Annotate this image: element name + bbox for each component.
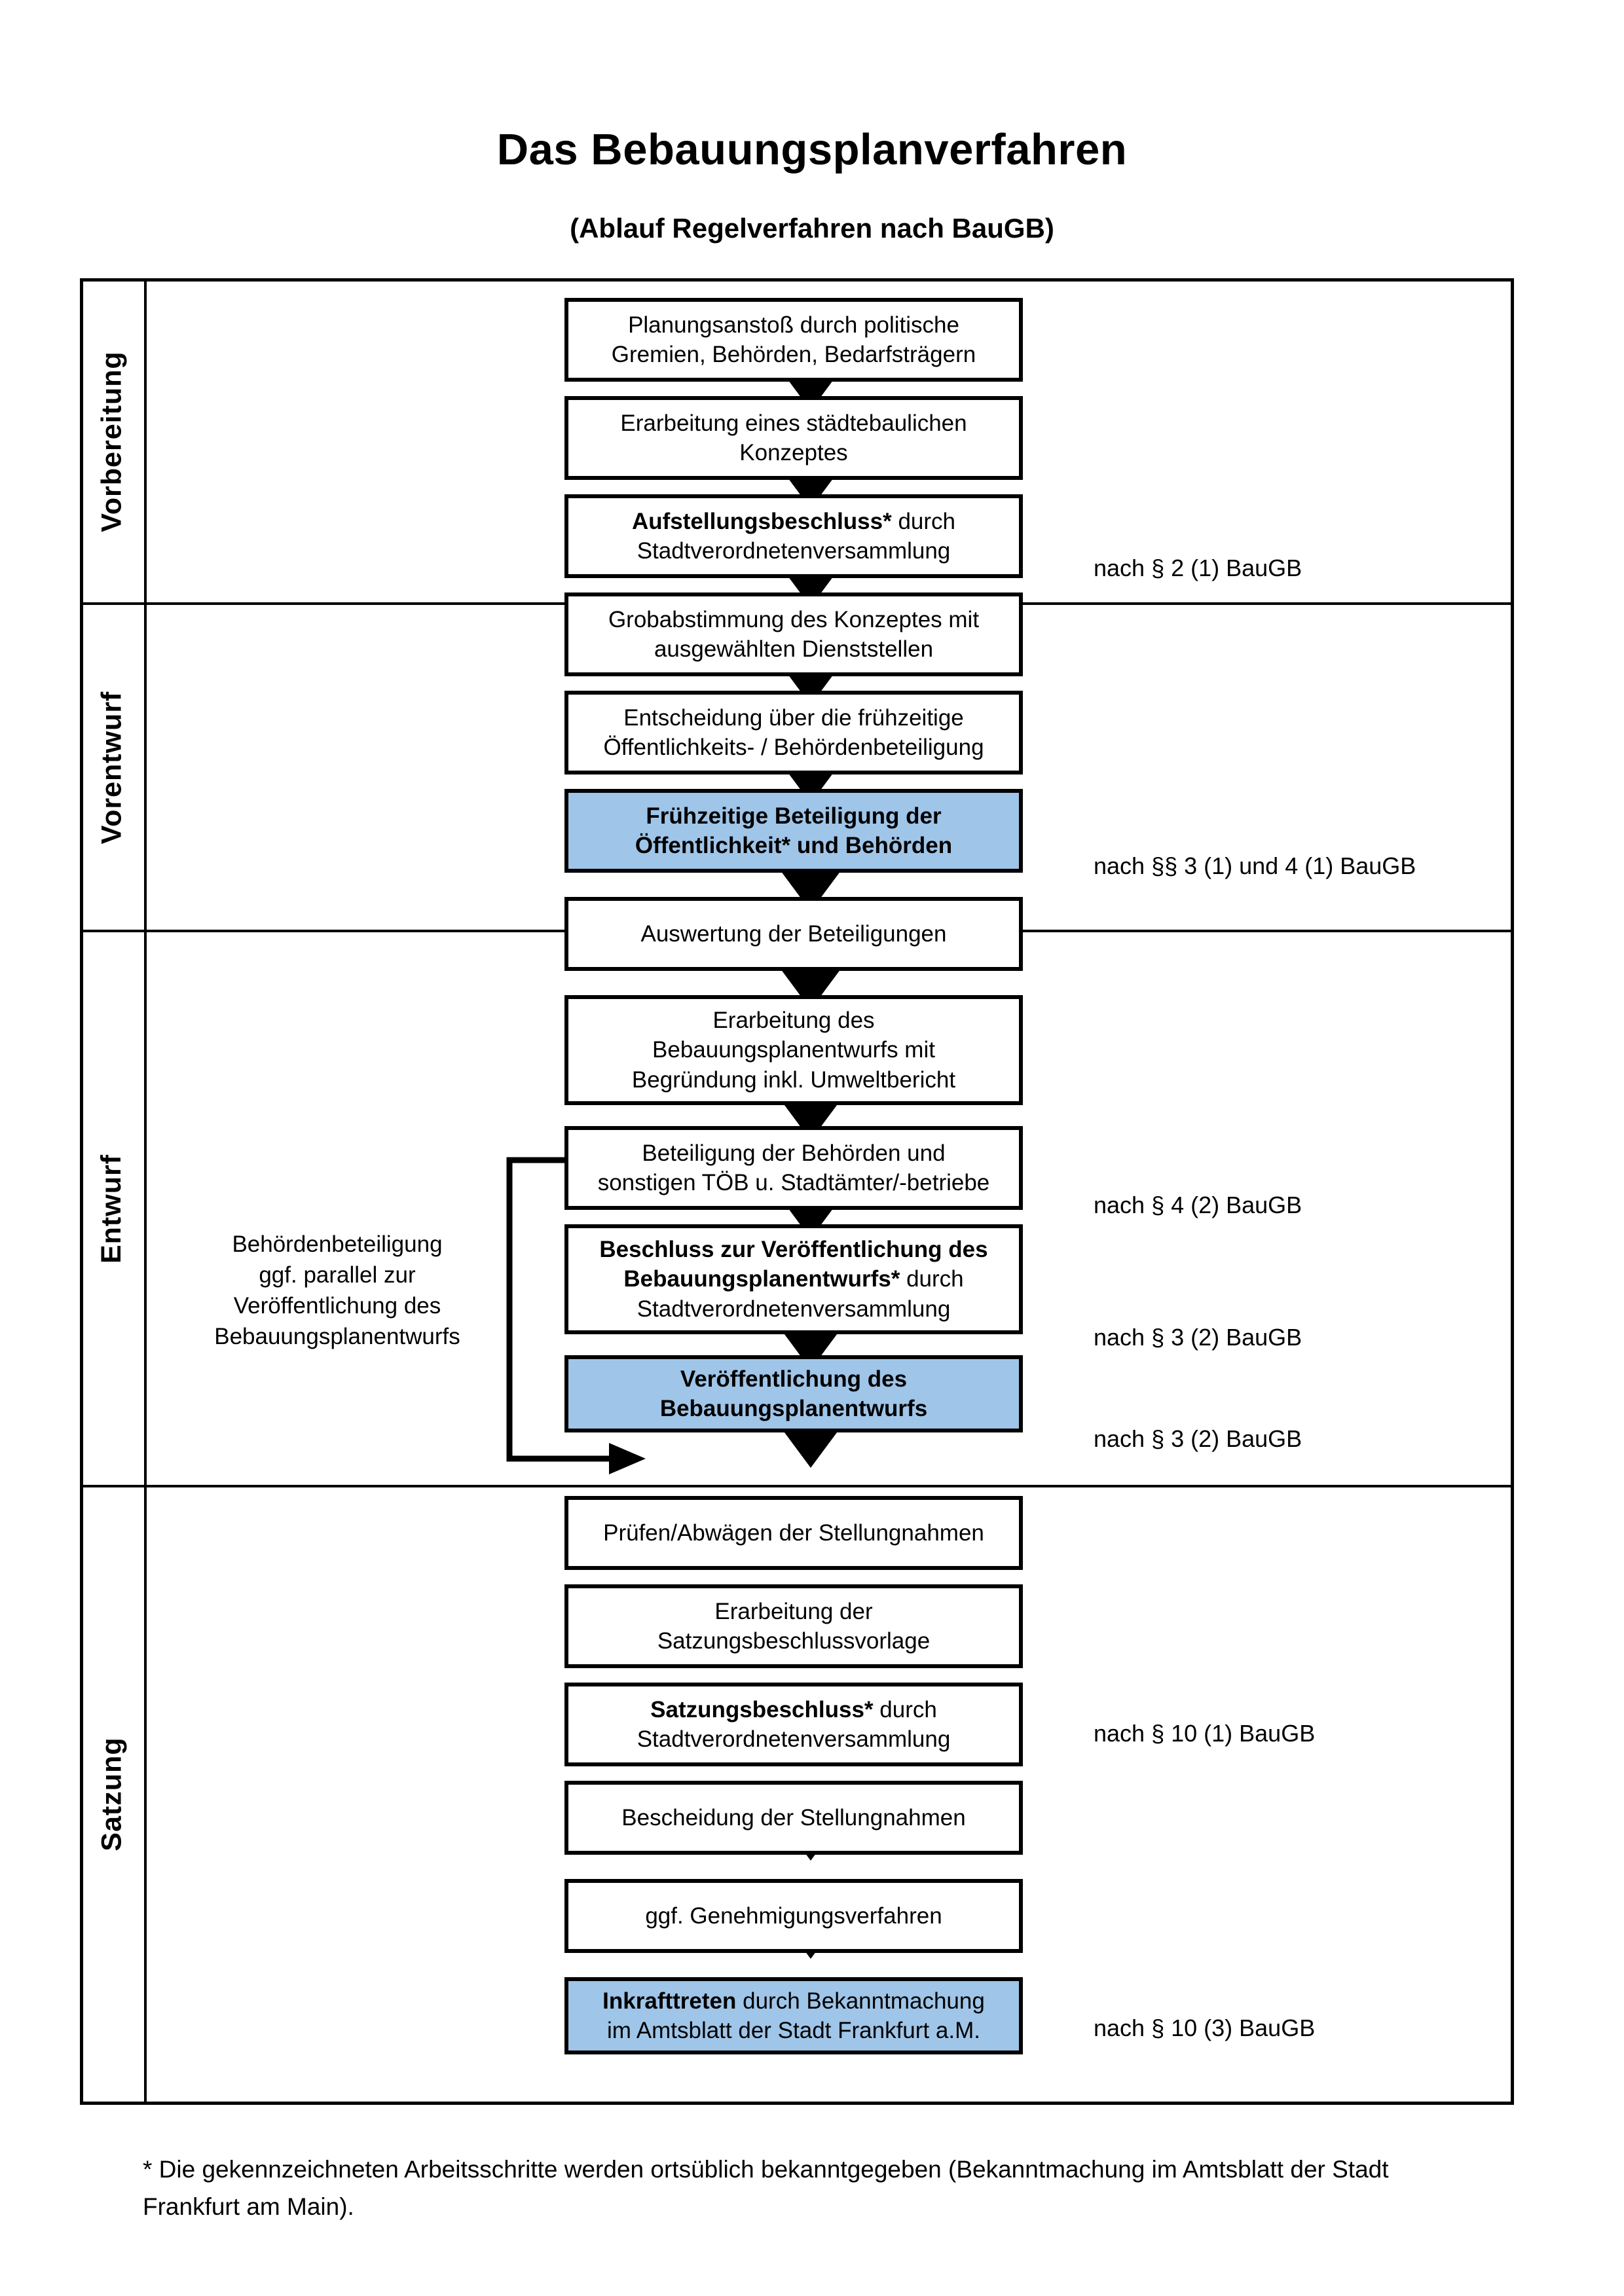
step-line-2: Bebauungsplanentwurfs (659, 1396, 928, 1421)
step-rest-text: durch (900, 1266, 964, 1292)
legal-note-par-10-3: nach § 10 (3) BauGB (1094, 2014, 1316, 2041)
step-line-2: sonstigen TÖB u. Stadtämter/-betriebe (597, 1170, 990, 1195)
step-rest-text: durch Bekanntmachung (736, 1988, 985, 2014)
side-annotation-line-2: ggf. parallel zur (259, 1262, 416, 1288)
step-line-1: Erarbeitung eines städtebaulichen (620, 410, 967, 436)
footnote-line-2: Frankfurt am Main). (143, 2193, 354, 2221)
footnote: * Die gekennzeichneten Arbeitsschritte w… (143, 2151, 1511, 2226)
process-step-bescheidung-stellungnahmen[interactable]: Bescheidung der Stellungnahmen (564, 1781, 1023, 1855)
step-line-2: Öffentlichkeits- / Behördenbeteiligung (603, 735, 984, 760)
step-line-1: Erarbeitung des (712, 1007, 875, 1033)
lane-label-divider (144, 278, 147, 2105)
legal-note-par-3-1-4-1: nach §§ 3 (1) und 4 (1) BauGB (1094, 852, 1416, 879)
step-line-2: Satzungsbeschlussvorlage (657, 1628, 931, 1654)
side-annotation-line-3: Veröffentlichung des (233, 1292, 441, 1319)
process-step-beschluss-veroeffentlichung[interactable]: Beschluss zur Veröffentlichung des Bebau… (564, 1224, 1023, 1334)
side-annotation-line-4: Bebauungsplanentwurfs (214, 1323, 460, 1349)
page-subtitle: (Ablauf Regelverfahren nach BauGB) (570, 213, 1054, 244)
process-step-pruefen-abwaegen[interactable]: Prüfen/Abwägen der Stellungnahmen (564, 1496, 1023, 1570)
step-line-1: Planungsanstoß durch politische (628, 312, 959, 338)
step-line-1: Beteiligung der Behörden und (642, 1140, 946, 1166)
step-line-2: Gremien, Behörden, Bedarfsträgern (611, 342, 976, 367)
step-bold-text: Aufstellungsbeschluss* (631, 508, 892, 534)
process-step-staedtebauliches-konzept[interactable]: Erarbeitung eines städtebaulichen Konzep… (564, 396, 1023, 480)
process-step-beteiligung-behoerden-toeb[interactable]: Beteiligung der Behörden und sonstigen T… (564, 1126, 1023, 1210)
step-line-1: Grobabstimmung des Konzeptes mit (608, 606, 980, 632)
lane-divider-3 (80, 1485, 1514, 1487)
side-annotation-behoerdenbeteiligung: Behördenbeteiligung ggf. parallel zur Ve… (180, 1230, 494, 1353)
process-step-veroeffentlichung-entwurf[interactable]: Veröffentlichung des Bebauungsplanentwur… (564, 1355, 1023, 1432)
process-step-satzungsbeschlussvorlage[interactable]: Erarbeitung der Satzungsbeschlussvorlage (564, 1584, 1023, 1668)
step-line-2: Öffentlichkeit* und Behörden (635, 833, 953, 858)
step-line-2: Stadtverordnetenversammlung (637, 1726, 951, 1752)
step-line-2: Stadtverordnetenversammlung (637, 538, 951, 564)
process-step-fruehzeitige-beteiligung[interactable]: Frühzeitige Beteiligung der Öffentlichke… (564, 789, 1023, 873)
step-line-1: Prüfen/Abwägen der Stellungnahmen (603, 1520, 984, 1546)
step-line-1: Frühzeitige Beteiligung der (646, 803, 942, 829)
step-line-1: Auswertung der Beteiligungen (640, 920, 947, 947)
step-rest-text: durch (891, 508, 956, 534)
step-rest-text: durch (873, 1696, 937, 1722)
step-line-2: im Amtsblatt der Stadt Frankfurt a.M. (607, 2018, 980, 2043)
process-step-aufstellungsbeschluss[interactable]: Aufstellungsbeschluss* durch Stadtverord… (564, 494, 1023, 578)
process-step-inkrafttreten[interactable]: Inkrafttreten durch Bekanntmachung im Am… (564, 1977, 1023, 2054)
legal-note-par-3-2-a: nach § 3 (2) BauGB (1094, 1324, 1302, 1351)
process-step-satzungsbeschluss[interactable]: Satzungsbeschluss* durch Stadtverordnete… (564, 1683, 1023, 1766)
process-step-genehmigungsverfahren[interactable]: ggf. Genehmigungsverfahren (564, 1879, 1023, 1953)
step-line-2: Stadtverordnetenversammlung (637, 1296, 951, 1322)
step-line-1: Bescheidung der Stellungnahmen (621, 1804, 966, 1831)
footnote-line-1: * Die gekennzeichneten Arbeitsschritte w… (143, 2156, 1389, 2183)
step-line-2: Konzeptes (739, 440, 848, 465)
legal-note-par-2-1: nach § 2 (1) BauGB (1094, 555, 1302, 581)
side-annotation-line-1: Behördenbeteiligung (232, 1231, 443, 1257)
process-step-auswertung-beteiligungen[interactable]: Auswertung der Beteiligungen (564, 897, 1023, 971)
legal-note-par-3-2-b: nach § 3 (2) BauGB (1094, 1425, 1302, 1452)
legal-note-par-10-1: nach § 10 (1) BauGB (1094, 1720, 1316, 1747)
process-step-erarbeitung-bebauungsplanentwurf[interactable]: Erarbeitung des Bebauungsplanentwurfs mi… (564, 995, 1023, 1105)
legal-note-par-4-2: nach § 4 (2) BauGB (1094, 1192, 1302, 1218)
process-step-planungsanstoss[interactable]: Planungsanstoß durch politische Gremien,… (564, 298, 1023, 382)
step-line-3: Begründung inkl. Umweltbericht (631, 1066, 956, 1093)
step-bold-text: Satzungsbeschluss* (650, 1696, 874, 1722)
page-title: Das Bebauungsplanverfahren (496, 125, 1128, 174)
step-line-2: ausgewählten Dienststellen (654, 636, 934, 662)
step-line-1: Erarbeitung der (714, 1598, 873, 1624)
step-line-1: Entscheidung über die frühzeitige (623, 704, 964, 731)
connector-arrow-s11-s12 (781, 1427, 841, 1468)
step-bold-text: Inkrafttreten (602, 1988, 737, 2014)
step-bold-text: Beschluss zur Veröffentlichung des Bebau… (599, 1236, 988, 1292)
step-line-1: Veröffentlichung des (680, 1366, 908, 1392)
process-step-grobabstimmung[interactable]: Grobabstimmung des Konzeptes mit ausgewä… (564, 592, 1023, 676)
process-step-entscheidung-fruehzeitige-beteiligung[interactable]: Entscheidung über die frühzeitige Öffent… (564, 691, 1023, 774)
step-line-2: Bebauungsplanentwurfs mit (652, 1037, 935, 1063)
step-line-1: ggf. Genehmigungsverfahren (645, 1903, 942, 1929)
